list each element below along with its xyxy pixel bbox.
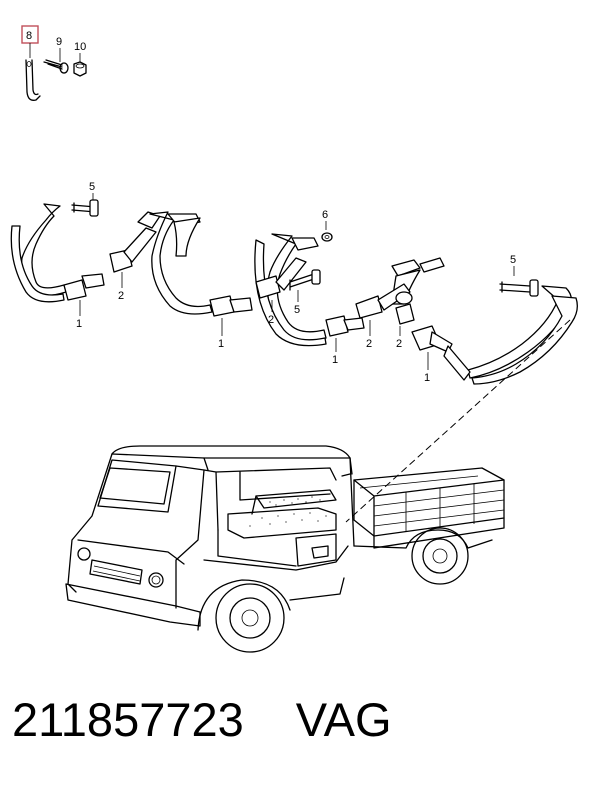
- callout-9: 9: [56, 36, 62, 48]
- seat-belt-1: 5 1 2: [10, 181, 161, 330]
- callout-5-center: 5: [294, 304, 300, 316]
- callout-8: 8: [26, 30, 32, 42]
- hook-bracket-part: 8: [21, 25, 41, 101]
- seat-belt-5: 5 1: [345, 254, 578, 523]
- callout-1-belt5: 1: [424, 372, 430, 384]
- callout-6: 6: [322, 209, 328, 221]
- callout-2-belt4a: 2: [366, 338, 372, 350]
- part-number: 211857723: [12, 693, 244, 746]
- seat-belt-3: 6 2 5 1: [254, 209, 365, 366]
- callout-1-belt2: 1: [218, 338, 224, 350]
- seat-texture: [249, 496, 327, 527]
- callout-1-belt1: 1: [76, 318, 82, 330]
- screw-part-9: 9: [43, 36, 69, 74]
- nut-part-10: 10: [73, 41, 87, 77]
- brand-label: VAG: [295, 693, 392, 746]
- callout-5-right: 5: [510, 254, 516, 266]
- parts-diagram: 8 9 10 5 1 2: [10, 25, 578, 653]
- callout-2-belt3: 2: [268, 314, 274, 326]
- seat-belt-2: 1: [149, 211, 253, 350]
- footer: 211857723 VAG: [12, 690, 592, 760]
- callout-10: 10: [74, 41, 86, 53]
- callout-2-belt1: 2: [118, 290, 124, 302]
- truck-illustration: [65, 445, 505, 653]
- callout-1-belt3: 1: [332, 354, 338, 366]
- callout-2-belt4b: 2: [396, 338, 402, 350]
- callout-5-left: 5: [89, 181, 95, 193]
- seat-belt-4: 2 2: [355, 257, 445, 350]
